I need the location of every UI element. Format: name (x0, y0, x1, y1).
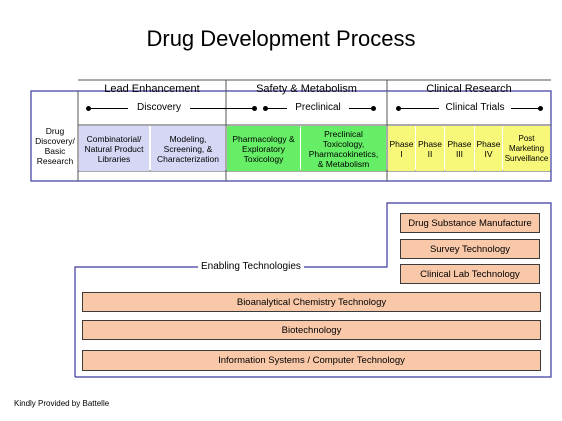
tech-information-systems: Information Systems / Computer Technolog… (82, 350, 541, 371)
left-label-line: Drug (45, 126, 65, 136)
preclinical-start-dot (263, 106, 268, 111)
phase-preclinical: Preclinical (287, 102, 349, 113)
tech-clinical-lab-technology: Clinical Lab Technology (400, 264, 540, 284)
process-outline (30, 90, 552, 182)
stage-safety-metabolism: Safety & Metabolism (256, 83, 357, 95)
drug-discovery-label: Drug Discovery/ Basic Research (32, 122, 78, 170)
cell-modeling-screening: Modeling,Screening, &Characterization (151, 126, 225, 171)
left-label-line: Discovery/ (35, 136, 75, 146)
stage-clinical-research: Clinical Research (426, 83, 512, 95)
discovery-end-dot (252, 106, 257, 111)
enabling-outline (74, 202, 552, 378)
left-label-line: Basic (44, 146, 66, 156)
enabling-technologies-label: Enabling Technologies (198, 261, 304, 272)
tech-drug-substance-manufacture: Drug Substance Manufacture (400, 213, 540, 233)
tech-bioanalytical-chemistry: Bioanalytical Chemistry Technology (82, 292, 541, 312)
clinical-trials-start-dot (396, 106, 401, 111)
tech-biotechnology: Biotechnology (82, 320, 541, 340)
stage-lead-enhancement: Lead Enhancement (104, 83, 200, 95)
left-label-line: Research (36, 156, 74, 166)
page-title: Drug Development Process (146, 26, 416, 51)
clinical-trials-end-dot (538, 106, 543, 111)
phase-discovery: Discovery (128, 102, 190, 113)
credit-text: Kindly Provided by Battelle (14, 399, 110, 408)
discovery-start-dot (86, 106, 91, 111)
preclinical-end-dot (371, 106, 376, 111)
tech-survey-technology: Survey Technology (400, 239, 540, 259)
phase-clinical-trials: Clinical Trials (439, 102, 511, 113)
